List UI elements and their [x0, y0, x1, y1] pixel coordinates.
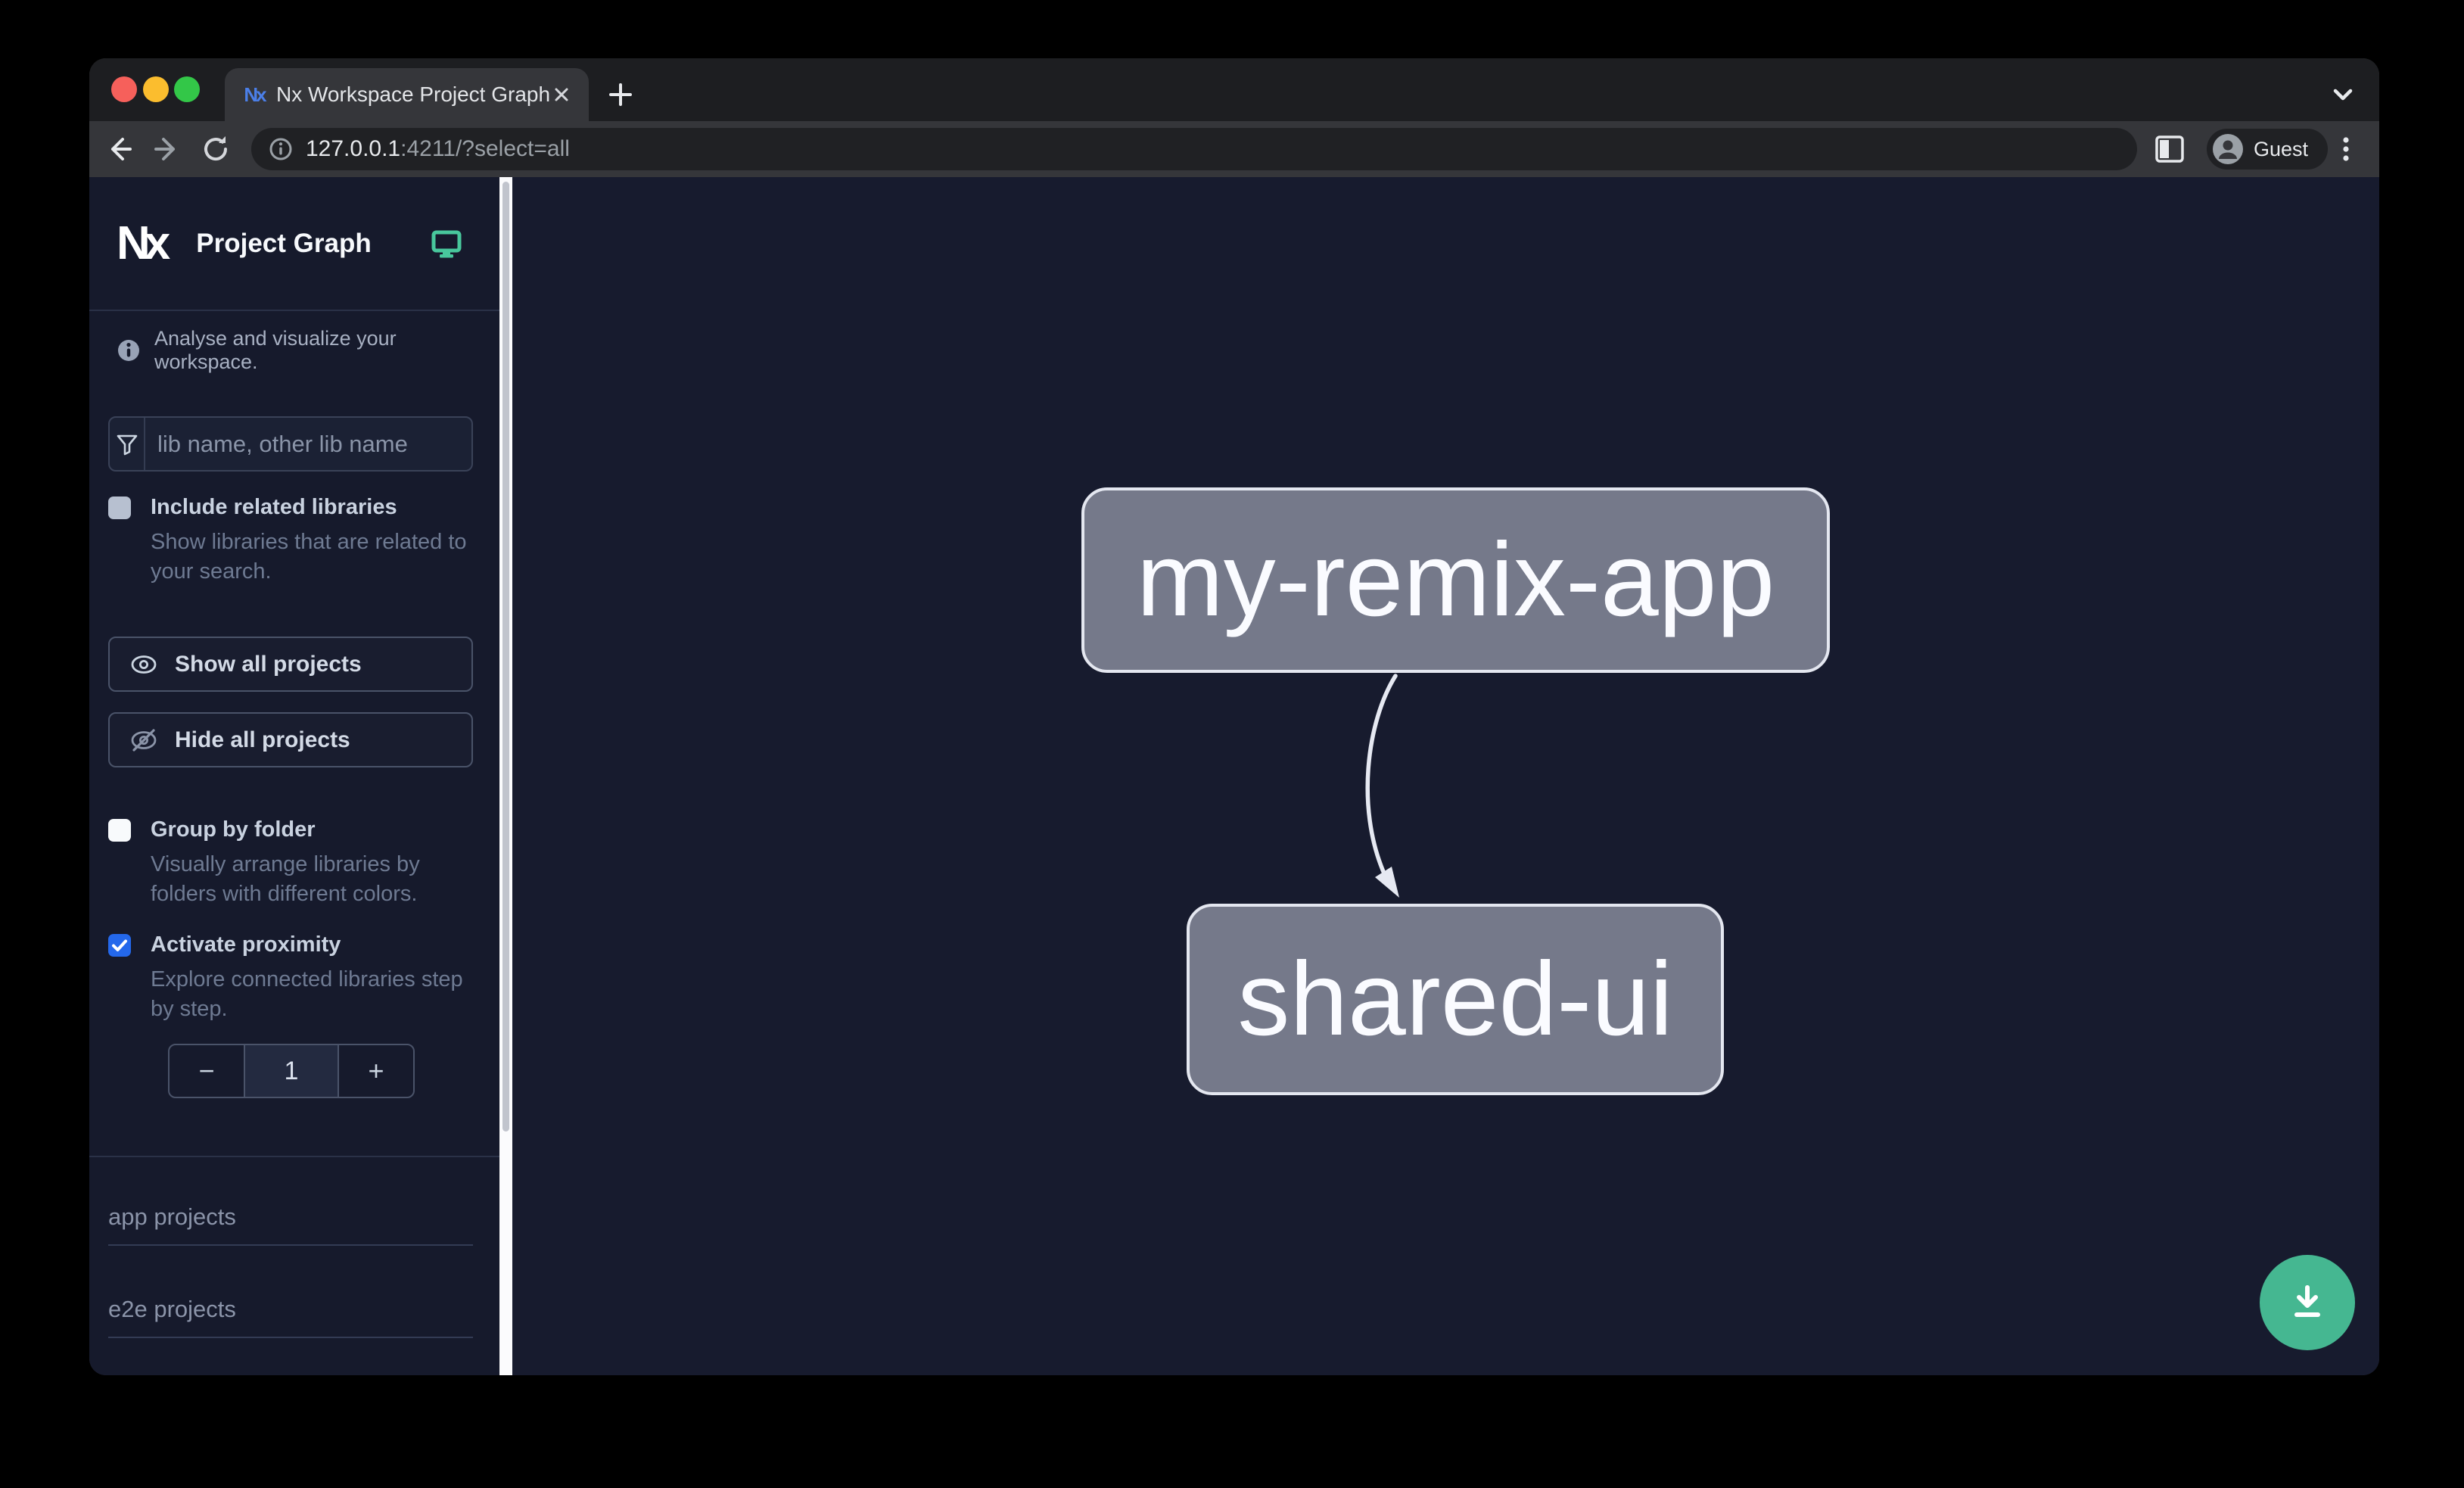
minimize-window-button[interactable]	[143, 76, 169, 102]
increment-button[interactable]: +	[339, 1045, 413, 1097]
side-panel-icon[interactable]	[2154, 134, 2186, 164]
filter-input[interactable]	[145, 418, 471, 470]
proximity-stepper: − 1 +	[168, 1044, 415, 1098]
graph-canvas[interactable]: my-remix-app shared-ui	[512, 177, 2379, 1375]
group-by-folder-block: Group by folder Visually arrange librari…	[108, 817, 473, 909]
avatar-icon	[2213, 134, 2243, 164]
sidebar-divider	[89, 310, 499, 311]
back-icon[interactable]	[103, 133, 135, 165]
node-label: my-remix-app	[1136, 521, 1775, 638]
close-window-button[interactable]	[111, 76, 137, 102]
browser-toolbar: 127.0.0.1:4211/?select=all Guest	[89, 121, 2379, 177]
node-shared-ui[interactable]: shared-ui	[1187, 904, 1724, 1095]
site-info-icon[interactable]	[268, 136, 294, 162]
group-by-folder-description: Visually arrange libraries by folders wi…	[151, 852, 420, 906]
node-label: shared-ui	[1237, 941, 1673, 1057]
group-by-folder-label: Group by folder	[151, 817, 316, 842]
dependency-edge[interactable]	[512, 177, 2379, 1375]
section-app-projects[interactable]: app projects	[108, 1203, 473, 1246]
forward-icon[interactable]	[151, 133, 183, 165]
download-icon	[2287, 1281, 2328, 1325]
section-e2e-projects[interactable]: e2e projects	[108, 1296, 473, 1338]
node-my-remix-app[interactable]: my-remix-app	[1081, 487, 1830, 673]
new-tab-icon[interactable]	[607, 81, 634, 108]
filter-funnel-icon	[110, 418, 145, 470]
proximity-value: 1	[244, 1045, 339, 1097]
close-tab-icon[interactable]	[550, 83, 573, 106]
download-graph-button[interactable]	[2260, 1255, 2355, 1350]
include-related-checkbox[interactable]	[108, 496, 131, 519]
show-all-projects-button[interactable]: Show all projects	[108, 637, 473, 692]
page-content: Nx Project Graph	[89, 177, 2379, 1375]
hide-all-projects-label: Hide all projects	[175, 727, 350, 752]
group-by-folder-checkbox[interactable]	[108, 818, 131, 842]
include-related-label: Include related libraries	[151, 495, 397, 519]
activate-proximity-description: Explore connected libraries step by step…	[151, 967, 463, 1021]
reload-icon[interactable]	[200, 133, 232, 165]
zoom-window-button[interactable]	[174, 76, 200, 102]
url-text: 127.0.0.1:4211/?select=all	[306, 136, 570, 162]
tagline-text: Analyse and visualize your workspace.	[154, 327, 397, 373]
show-all-projects-label: Show all projects	[175, 651, 362, 677]
sidebar: Nx Project Graph	[89, 177, 499, 1375]
url-bar[interactable]: 127.0.0.1:4211/?select=all	[251, 128, 2137, 170]
tagline-row: Analyse and visualize your workspace.	[117, 327, 499, 374]
profile-name: Guest	[2254, 137, 2309, 160]
sidebar-header: Nx Project Graph	[89, 177, 499, 310]
tab-strip: Nx Nx Workspace Project Graph	[89, 58, 2379, 121]
decrement-button[interactable]: −	[170, 1045, 244, 1097]
activate-proximity-label: Activate proximity	[151, 932, 341, 957]
hide-all-projects-button[interactable]: Hide all projects	[108, 712, 473, 767]
include-related-block: Include related libraries Show libraries…	[108, 495, 473, 587]
tab-title: Nx Workspace Project Graph	[276, 82, 551, 106]
url-host: 127.0.0.1	[306, 136, 401, 161]
check-icon	[112, 939, 127, 951]
scrollbar-thumb[interactable]	[502, 182, 509, 1132]
filter-box	[108, 416, 473, 472]
activate-proximity-checkbox[interactable]	[108, 933, 131, 957]
info-icon	[117, 338, 141, 363]
browser-menu-icon[interactable]	[2334, 133, 2358, 165]
nx-favicon-icon: Nx	[244, 82, 266, 106]
browser-tab[interactable]: Nx Nx Workspace Project Graph	[225, 68, 589, 121]
sidebar-scrollbar[interactable]	[499, 177, 512, 1375]
monitor-icon[interactable]	[431, 230, 462, 259]
nx-logo: Nx	[117, 216, 170, 269]
page-title: Project Graph	[196, 228, 372, 258]
tab-list-chevron-down-icon[interactable]	[2329, 83, 2357, 106]
browser-window: Nx Nx Workspace Project Graph	[89, 58, 2379, 1375]
url-path: :4211/?select=all	[400, 136, 570, 161]
eye-off-icon	[129, 727, 158, 753]
profile-button[interactable]: Guest	[2207, 129, 2329, 170]
include-related-description: Show libraries that are related to your …	[151, 530, 467, 584]
sidebar-divider	[89, 1156, 499, 1157]
activate-proximity-block: Activate proximity Explore connected lib…	[108, 932, 473, 1024]
eye-icon	[129, 652, 158, 677]
